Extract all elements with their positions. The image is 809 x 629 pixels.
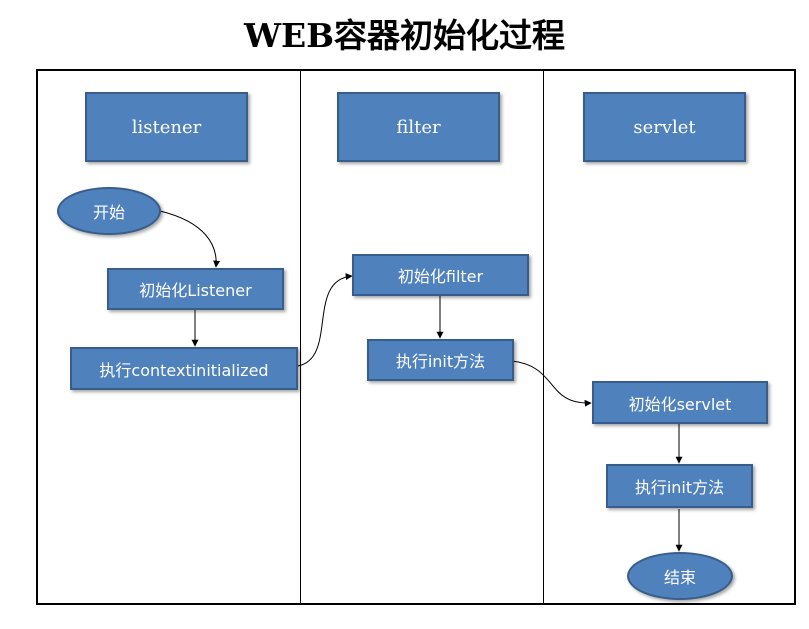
lane-divider-2 — [543, 71, 544, 603]
filter-init-method-step: 执行init方法 — [367, 339, 514, 381]
servlet-init-method-step: 执行init方法 — [606, 464, 753, 508]
swimlane-frame — [36, 69, 796, 605]
end-node: 结束 — [627, 552, 733, 600]
context-initialized-step: 执行contextinitialized — [70, 347, 298, 390]
lane-divider-1 — [300, 71, 301, 603]
arrow-filter-init-to-init-servlet — [511, 360, 592, 407]
start-node: 开始 — [57, 187, 161, 235]
init-filter-step: 初始化filter — [352, 254, 529, 296]
lane-header-listener: listener — [85, 92, 248, 162]
arrow-context-to-init-filter — [297, 273, 353, 367]
arrow-start-to-init-listener — [159, 210, 221, 268]
lane-header-servlet: servlet — [583, 92, 746, 162]
lane-header-filter: filter — [337, 92, 500, 162]
init-listener-step: 初始化Listener — [107, 268, 284, 310]
diagram-title: WEB容器初始化过程 — [243, 16, 566, 55]
init-servlet-step: 初始化servlet — [592, 381, 768, 424]
